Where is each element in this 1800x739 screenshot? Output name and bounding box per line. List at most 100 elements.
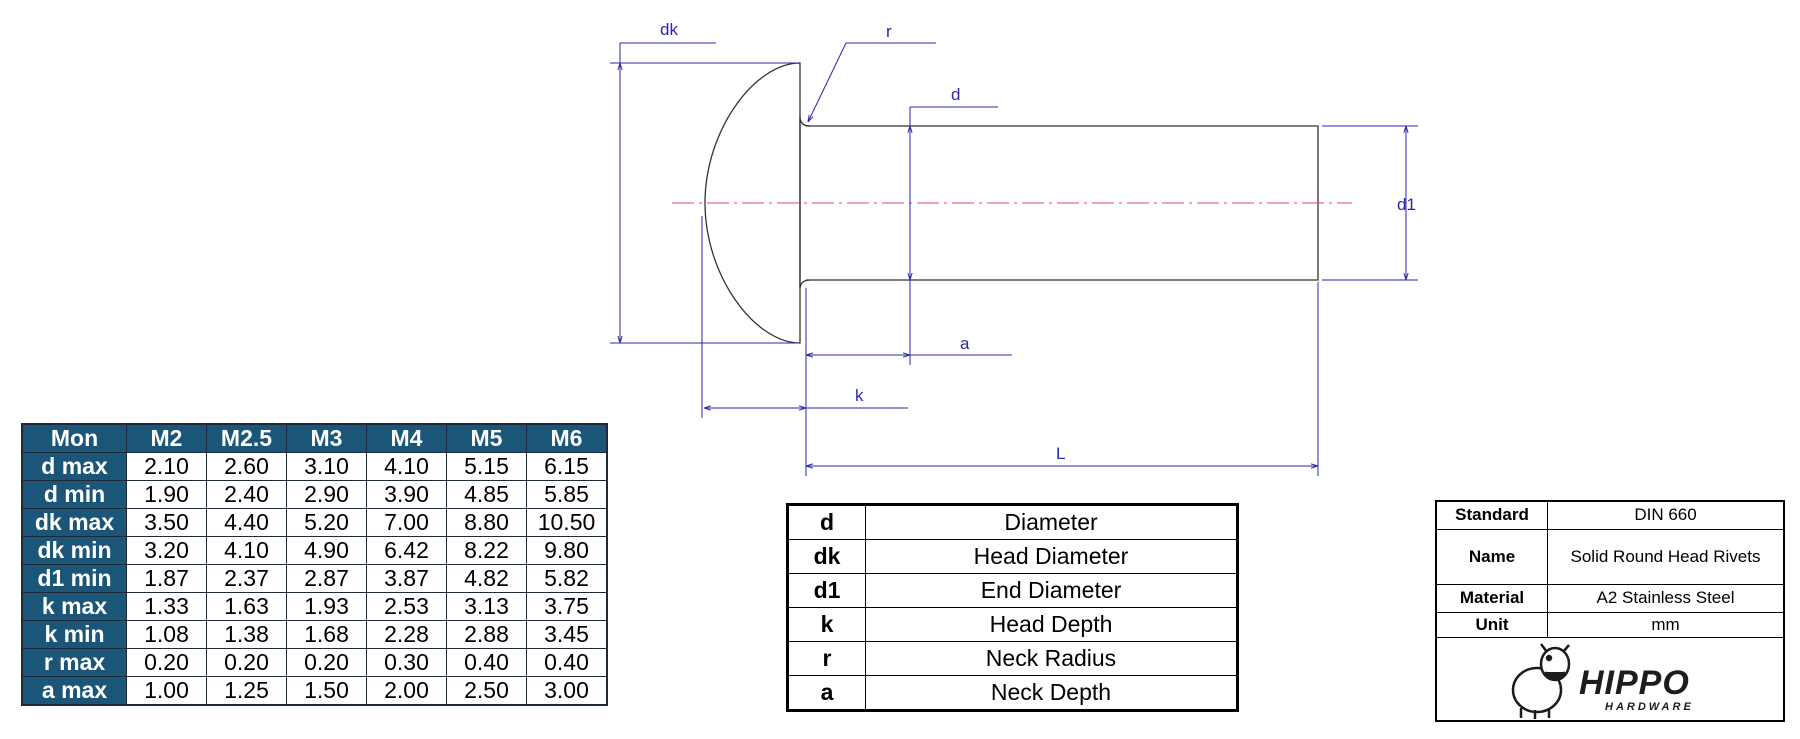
table-cell: 2.60 [206,452,287,481]
legend-row: a Neck Depth [787,675,1238,711]
size-header: M2.5 [206,423,287,453]
row-label: dk max [21,508,127,537]
size-header: M4 [366,423,447,453]
table-cell: 8.22 [446,536,527,565]
legend-description: Head Diameter [865,539,1238,574]
size-header: M2 [126,423,207,453]
legend-description: Neck Depth [865,675,1238,711]
row-label: r max [21,648,127,677]
legend-symbol: d [787,504,866,540]
table-cell: 0.40 [446,648,527,677]
table-cell: 2.37 [206,564,287,593]
label-L: L [1056,444,1065,463]
legend-description: End Diameter [865,573,1238,608]
table-corner-cell: Mon [21,423,127,453]
product-info-table: Standard DIN 660 Name Solid Round Head R… [1437,502,1783,638]
row-label: k min [21,620,127,649]
table-cell: 1.90 [126,480,207,509]
table-cell: 2.88 [446,620,527,649]
info-value: mm [1547,612,1783,638]
symbol-legend-table: d Diameter dk Head Diameter d1 End Diame… [786,503,1239,712]
info-value: A2 Stainless Steel [1547,584,1783,613]
info-row-standard: Standard DIN 660 [1437,502,1783,530]
table-cell: 0.20 [126,648,207,677]
table-cell: 2.90 [286,480,367,509]
table-cell: 3.00 [526,676,608,706]
dimension-table-header-row: Mon M2 M2.5 M3 M4 M5 M6 [21,423,608,453]
label-dk: dk [660,20,678,39]
table-cell: 3.90 [366,480,447,509]
logo-subtitle: HARDWARE [1605,701,1694,713]
table-cell: 10.50 [526,508,608,537]
label-k: k [855,386,864,405]
table-cell: 3.50 [126,508,207,537]
info-row-material: Material A2 Stainless Steel [1437,584,1783,613]
size-header: M3 [286,423,367,453]
table-cell: 4.10 [206,536,287,565]
table-cell: 1.25 [206,676,287,706]
label-d1: d1 [1397,195,1416,214]
legend-row: k Head Depth [787,607,1238,642]
row-label: d max [21,452,127,481]
legend-description: Diameter [865,504,1238,540]
info-value: Solid Round Head Rivets [1547,529,1783,585]
table-cell: 0.30 [366,648,447,677]
table-cell: 3.75 [526,592,608,621]
table-cell: 1.38 [206,620,287,649]
table-cell: 2.00 [366,676,447,706]
size-header: M6 [526,423,608,453]
hippo-hardware-logo: HIPPO HARDWARE [1511,643,1694,719]
table-cell: 3.13 [446,592,527,621]
table-cell: 1.63 [206,592,287,621]
table-cell: 6.15 [526,452,608,481]
legend-description: Neck Radius [865,641,1238,676]
row-label: d min [21,480,127,509]
info-value: DIN 660 [1547,502,1783,530]
product-info-box: Standard DIN 660 Name Solid Round Head R… [1435,500,1785,722]
info-label: Material [1437,584,1548,613]
table-cell: 5.20 [286,508,367,537]
table-cell: 1.68 [286,620,367,649]
table-cell: 5.82 [526,564,608,593]
row-label: k max [21,592,127,621]
table-cell: 2.10 [126,452,207,481]
logo-wordmark: HIPPO [1579,664,1690,702]
rivet-technical-drawing: dk r d d1 a k L [610,20,1418,476]
label-r: r [886,22,892,41]
table-cell: 2.40 [206,480,287,509]
dimension-lines [610,42,1418,476]
table-cell: 9.80 [526,536,608,565]
table-cell: 4.90 [286,536,367,565]
table-cell: 1.50 [286,676,367,706]
legend-row: r Neck Radius [787,641,1238,676]
table-cell: 0.20 [206,648,287,677]
table-cell: 3.10 [286,452,367,481]
info-row-unit: Unit mm [1437,612,1783,638]
row-label: a max [21,676,127,706]
table-cell: 0.40 [526,648,608,677]
table-cell: 2.53 [366,592,447,621]
table-cell: 0.20 [286,648,367,677]
row-label: dk min [21,536,127,565]
hippo-mascot-icon [1511,643,1571,719]
table-cell: 2.50 [446,676,527,706]
rivet-head [704,62,801,344]
table-cell: 6.42 [366,536,447,565]
label-d: d [951,85,960,104]
table-cell: 1.33 [126,592,207,621]
label-a: a [960,334,970,353]
table-cell: 3.20 [126,536,207,565]
legend-symbol: k [787,607,866,642]
table-cell: 4.82 [446,564,527,593]
table-cell: 2.28 [366,620,447,649]
